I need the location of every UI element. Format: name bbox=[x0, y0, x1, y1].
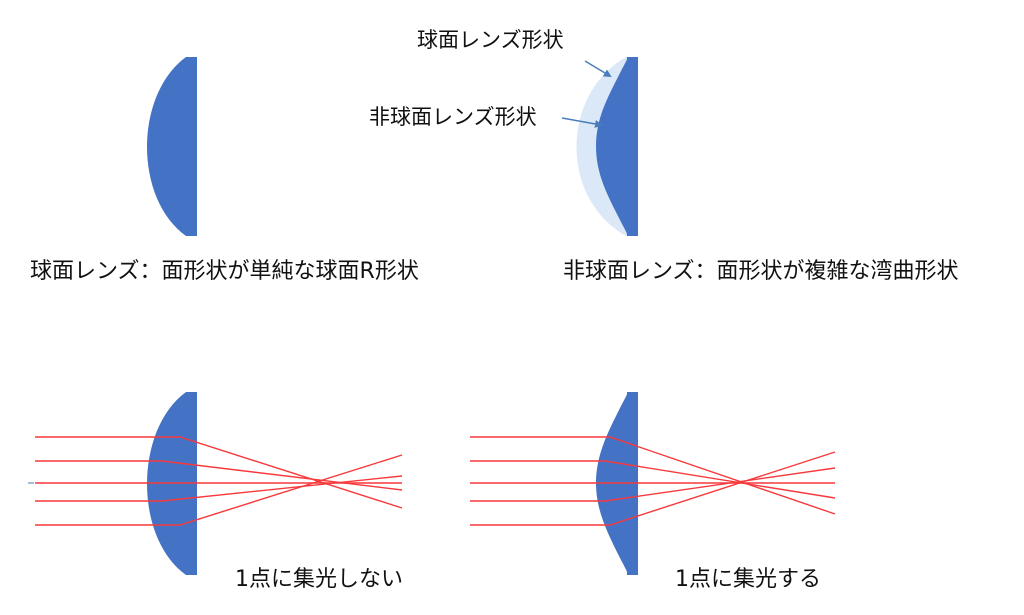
bottom-aspherical-ray-diagram bbox=[470, 392, 836, 575]
aspherical-ray-1 bbox=[470, 436, 836, 515]
aspherical-rays bbox=[470, 436, 836, 526]
bottom-spherical-ray-diagram bbox=[28, 392, 403, 575]
caption-focused: 1点に集光する bbox=[675, 567, 821, 592]
callout-label-spherical-shape: 球面レンズ形状 bbox=[417, 28, 564, 52]
aspherical-ray-2 bbox=[470, 460, 836, 499]
caption-aspherical-lens: 非球面レンズ：面形状が複雑な湾曲形状 bbox=[563, 259, 959, 284]
callout-label-aspherical-shape: 非球面レンズ形状 bbox=[369, 105, 537, 129]
callout-arrow-spherical bbox=[584, 60, 612, 78]
spherical-ray-5 bbox=[35, 454, 403, 526]
top-aspherical-lens-group bbox=[561, 57, 638, 236]
aspherical-lens-shape bbox=[596, 57, 638, 236]
spherical-ray-4 bbox=[35, 475, 403, 502]
spherical-rays bbox=[35, 436, 403, 526]
aspherical-ray-4 bbox=[470, 467, 836, 502]
caption-not-focused: 1点に集光しない bbox=[235, 567, 403, 592]
top-spherical-lens-group bbox=[147, 57, 197, 236]
spherical-lens-shape bbox=[147, 57, 197, 236]
aspherical-ray-5 bbox=[470, 451, 836, 526]
callout-arrow-aspherical bbox=[561, 117, 603, 128]
caption-spherical-lens: 球面レンズ：面形状が単純な球面R形状 bbox=[30, 259, 419, 284]
spherical-ray-2 bbox=[35, 460, 403, 491]
